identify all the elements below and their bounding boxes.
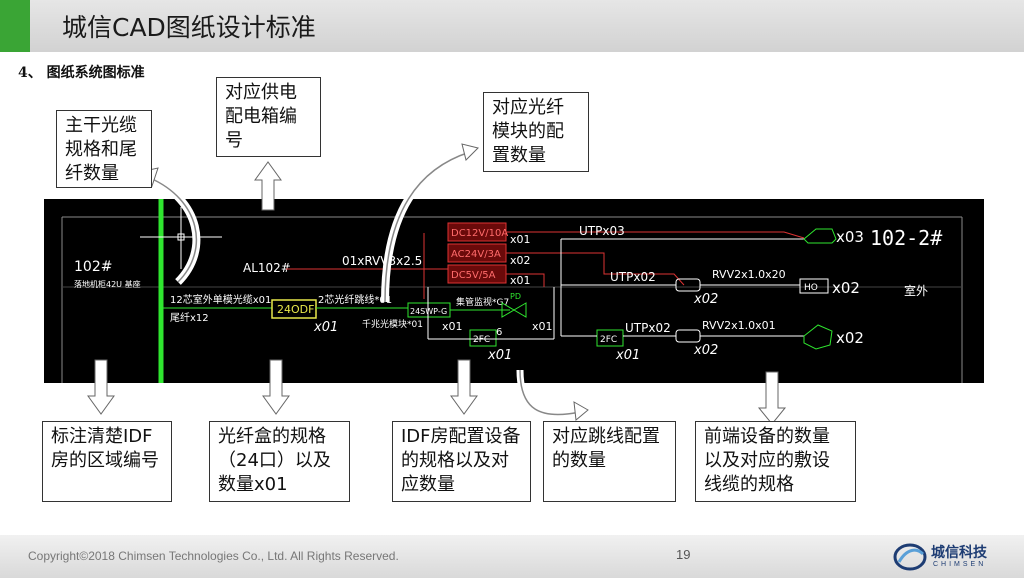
six-label: 6 <box>496 327 502 338</box>
logo-swoosh-icon <box>893 543 927 571</box>
psu-qty-3: x01 <box>510 274 531 287</box>
pigtail-label: 尾纤x12 <box>170 311 209 324</box>
note-idf-equipment: IDF房配置设备的规格以及对应数量 <box>392 421 531 502</box>
camera-icon-2 <box>803 324 833 350</box>
utp-label-3: UTPx02 <box>625 321 671 335</box>
note-power-box: 对应供电配电箱编号 <box>216 77 321 157</box>
camera-icon-1 <box>803 228 837 244</box>
rack-label: 落地机柜42U 基座 <box>74 279 141 289</box>
psu-label-1: DC12V/10A <box>451 228 508 239</box>
header-accent <box>0 0 30 52</box>
twofc-label-1: 2FC <box>473 335 490 345</box>
switch-qty: x01 <box>442 320 463 333</box>
cam1-qty: x03 <box>836 228 864 246</box>
company-logo: 城信科技 CHIMSEN <box>893 540 1003 574</box>
section-title: 4、 图纸系统图标准 <box>18 65 145 81</box>
note-front-end: 前端设备的数量以及对应的敷设线缆的规格 <box>695 421 856 502</box>
slide-title: 城信CAD图纸设计标准 <box>62 13 316 42</box>
copyright: Copyright©2018 Chimsen Technologies Co.,… <box>28 549 399 563</box>
odf-qty: x01 <box>313 320 338 335</box>
pd-label: PD <box>510 292 521 301</box>
switch-label: 24SWP-G <box>410 307 447 316</box>
module-label: 千兆光模块*01 <box>362 318 423 330</box>
power-cable-label: 01xRVV3x2.5 <box>342 254 422 268</box>
al-label: AL102# <box>243 261 291 275</box>
logo-text-cn: 城信科技 <box>931 545 987 561</box>
conn-qty-2: x02 <box>693 343 718 358</box>
conn-qty-1: x02 <box>693 292 718 307</box>
cam2-qty: x02 <box>832 279 860 297</box>
odf-label: 24ODF <box>277 303 314 316</box>
rvv-label-2: RVV2x1.0x01 <box>702 319 776 332</box>
poe-label: 集管监视*G7 <box>456 296 509 308</box>
device-box-icon <box>799 278 829 294</box>
jumper-label: 2芯光纤跳线*01 <box>318 293 392 306</box>
psu-label-3: DC5V/5A <box>451 270 496 281</box>
svg-text:HO: HO <box>804 283 818 293</box>
rvv-label-1: RVV2x1.0x20 <box>712 268 786 281</box>
footer-bar <box>0 535 1024 578</box>
note-jumper: 对应跳线配置的数量 <box>543 421 676 502</box>
trunk-cable-label: 12芯室外单模光缆x01 <box>170 293 271 306</box>
note-trunk-cable: 主干光缆规格和尾纤数量 <box>56 110 152 188</box>
cam3-qty: x02 <box>836 329 864 347</box>
logo-text-en: CHIMSEN <box>933 561 987 568</box>
odf-box <box>271 299 317 319</box>
twofc-box-2 <box>596 329 624 347</box>
twofc-label-2: 2FC <box>600 335 617 345</box>
outdoor-label: 室外 <box>904 283 928 298</box>
pd-qty: x01 <box>532 320 553 333</box>
note-fiber-module: 对应光纤模块的配置数量 <box>483 92 589 172</box>
area-id: 102-2# <box>870 226 942 250</box>
psu-qty-1: x01 <box>510 233 531 246</box>
cad-diagram <box>44 199 984 383</box>
twofc-qty-2: x01 <box>615 348 640 363</box>
twofc-box-1 <box>469 329 497 347</box>
psu-qty-2: x02 <box>510 254 531 267</box>
room-id: 102# <box>74 259 112 275</box>
header-bar <box>0 0 1024 52</box>
note-fiber-box: 光纤盒的规格（24口）以及数量x01 <box>209 421 350 502</box>
note-idf-area: 标注清楚IDF房的区域编号 <box>42 421 172 502</box>
utp-label-2: UTPx02 <box>610 270 656 284</box>
utp-label-1: UTPx03 <box>579 224 625 238</box>
twofc-qty-1: x01 <box>487 348 512 363</box>
page-number: 19 <box>676 547 691 562</box>
psu-label-2: AC24V/3A <box>451 249 501 260</box>
cad-drawing: 102# 落地机柜42U 基座 12芯室外单模光缆x01 尾纤x12 24ODF… <box>61 199 963 383</box>
